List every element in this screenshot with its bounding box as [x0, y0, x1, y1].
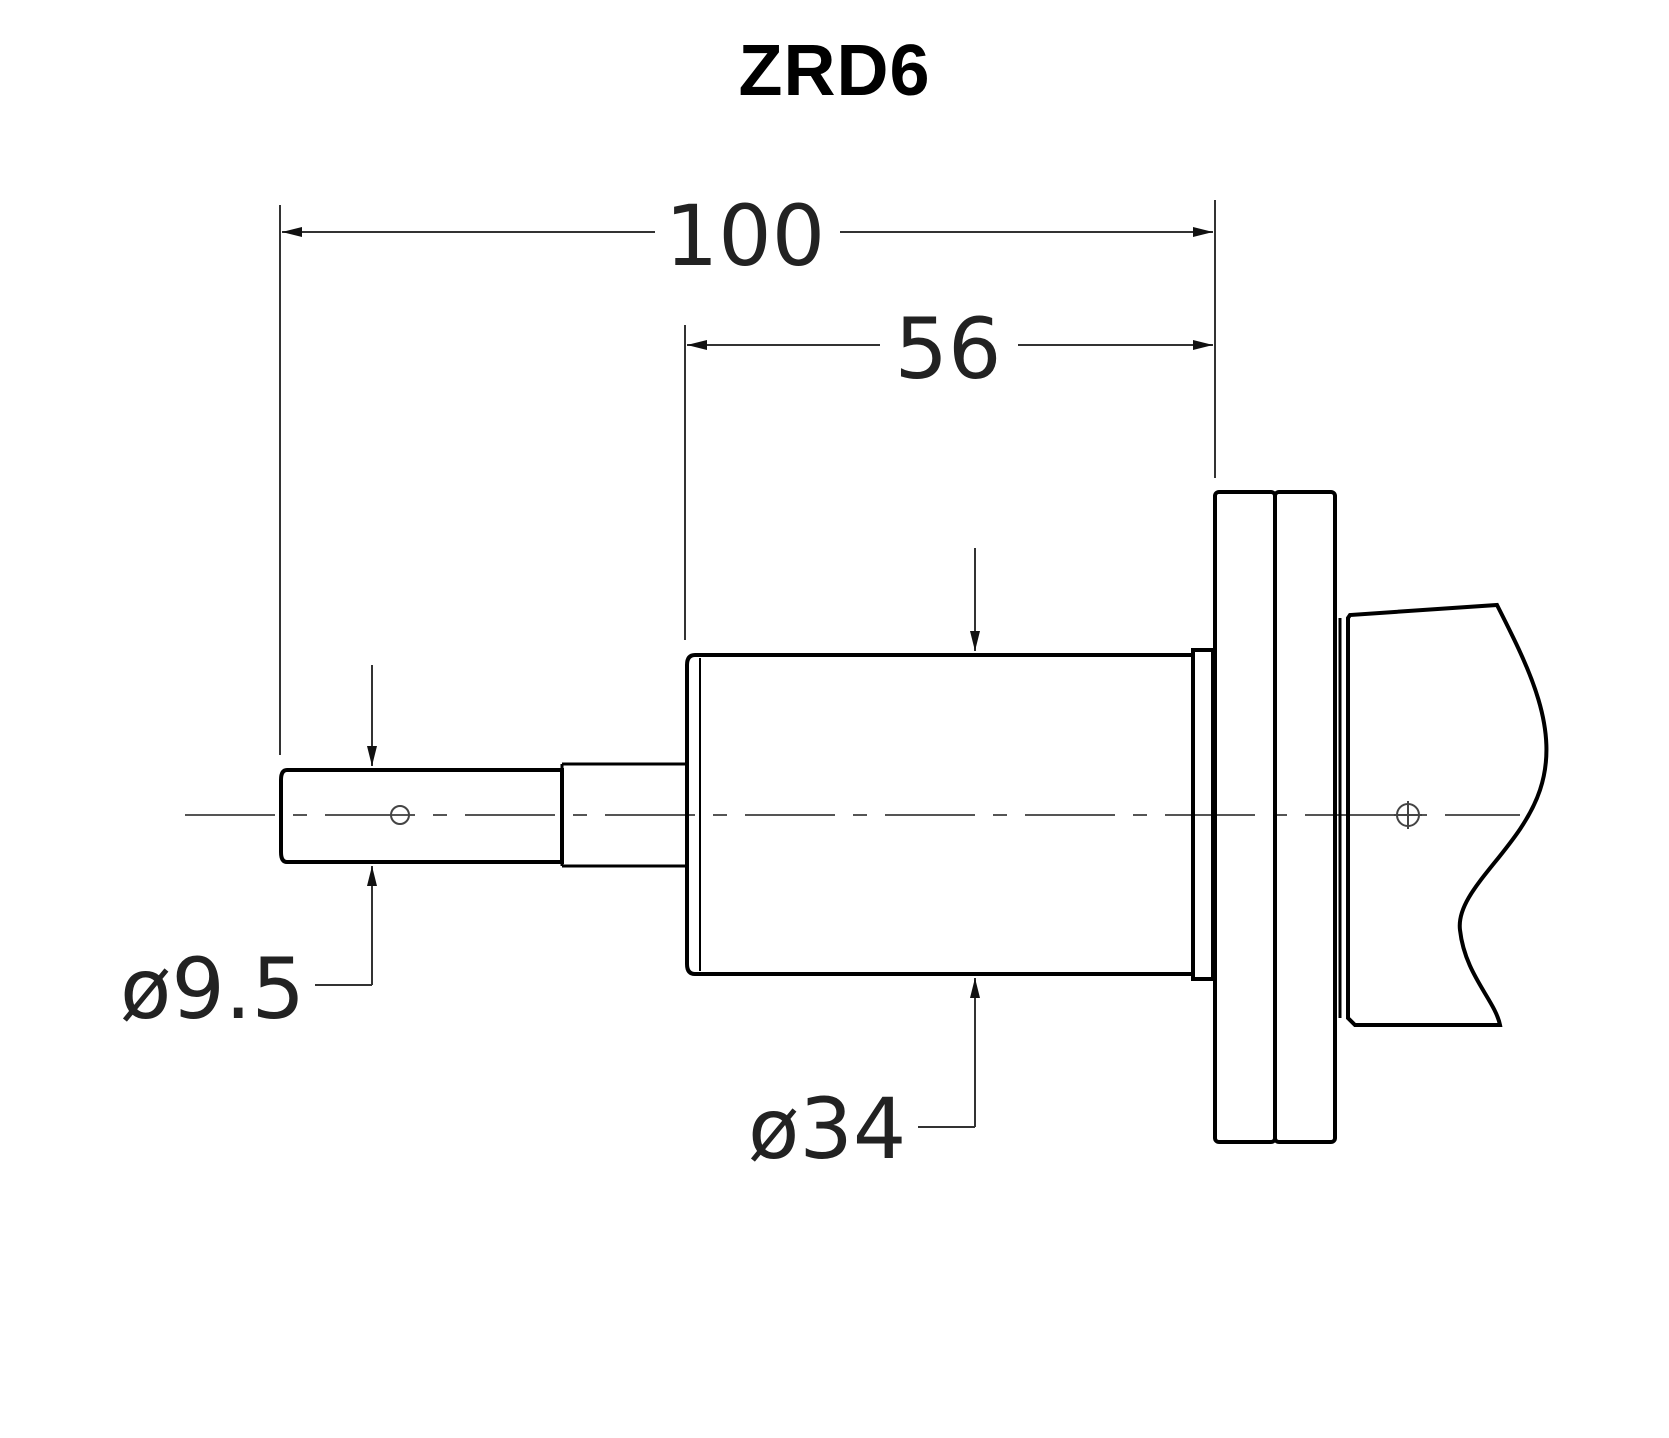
- dimension-shaft-diameter: [315, 665, 377, 986]
- flange: [1213, 490, 1337, 1144]
- shaft: [279, 768, 564, 864]
- shaft-step: [560, 762, 685, 868]
- dimension-body-diameter-label: ø34: [748, 1080, 906, 1178]
- dimension-shaft-diameter-label: ø9.5: [120, 940, 305, 1038]
- shaft-center-mark: [390, 805, 410, 825]
- dimension-body-label: 56: [895, 300, 1002, 398]
- dimension-overall-label: 100: [665, 187, 825, 285]
- motor-housing: [1338, 602, 1549, 1027]
- drawing-title: ZRD6: [738, 31, 931, 111]
- dimension-body-diameter: [918, 548, 980, 1128]
- motor-center-mark: [1394, 801, 1422, 829]
- extension-lines: [279, 200, 1216, 755]
